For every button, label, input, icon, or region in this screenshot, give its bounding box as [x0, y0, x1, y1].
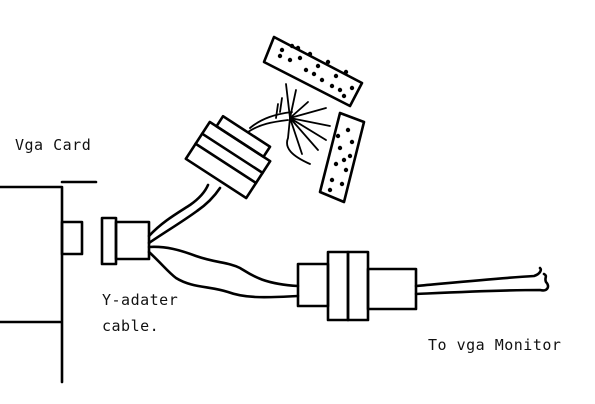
speckle-dot — [349, 85, 355, 91]
right-speckled-block — [318, 111, 366, 204]
speckle-dot — [347, 153, 353, 159]
vga-card — [0, 180, 98, 384]
speckle-dot — [289, 43, 295, 49]
speckle-dot — [277, 53, 283, 59]
monitor-connector-plug — [296, 262, 330, 308]
speckle-dot — [297, 55, 303, 61]
monitor-connector-body — [366, 267, 418, 311]
monitor-connector-shell-right — [346, 250, 370, 322]
stripped-wires — [247, 83, 331, 165]
speckle-dot — [295, 45, 301, 51]
lower-branch-cable — [147, 245, 300, 299]
speckle-dot — [337, 145, 343, 151]
monitor-cable — [414, 266, 550, 296]
speckle-dot — [319, 77, 325, 83]
upper-speckled-block — [262, 35, 364, 108]
speckle-dot — [315, 63, 321, 69]
speckle-dots — [277, 43, 355, 193]
speckle-dot — [333, 161, 339, 167]
y-adapter-plug-front — [100, 216, 118, 266]
speckle-dot — [335, 133, 341, 139]
y-adapter-label-line1: Y-adater — [102, 291, 179, 309]
upper-connector — [184, 114, 272, 200]
monitor-connector — [296, 250, 418, 322]
y-adapter-plug-body — [114, 220, 151, 261]
y-adapter-connector — [100, 216, 151, 266]
monitor-connector-shell-left — [326, 250, 350, 322]
speckle-dot — [311, 71, 317, 77]
speckle-dot — [341, 157, 347, 163]
speckle-dot — [287, 57, 293, 63]
speckle-dot — [325, 59, 331, 65]
speckle-dot — [343, 69, 349, 75]
to-monitor-label: To vga Monitor — [428, 336, 562, 354]
speckle-dot — [327, 187, 333, 193]
speckle-dot — [279, 47, 285, 53]
vga-card-label: Vga Card — [15, 136, 92, 154]
speckle-dot — [329, 83, 335, 89]
speckle-dot — [333, 73, 339, 79]
speckle-dot — [345, 127, 351, 133]
speckle-dot — [343, 167, 349, 173]
vga-card-outline — [0, 180, 98, 384]
speckle-dot — [337, 87, 343, 93]
speckle-dot — [341, 93, 347, 99]
vga-card-port — [60, 220, 84, 256]
speckle-dot — [307, 51, 313, 57]
y-adapter-label-line2: cable. — [102, 317, 160, 335]
speckle-dot — [349, 139, 355, 145]
speckle-dot — [329, 177, 335, 183]
speckle-dot — [303, 67, 309, 73]
upper-branch-cable — [147, 183, 222, 245]
speckle-dot — [339, 181, 345, 187]
